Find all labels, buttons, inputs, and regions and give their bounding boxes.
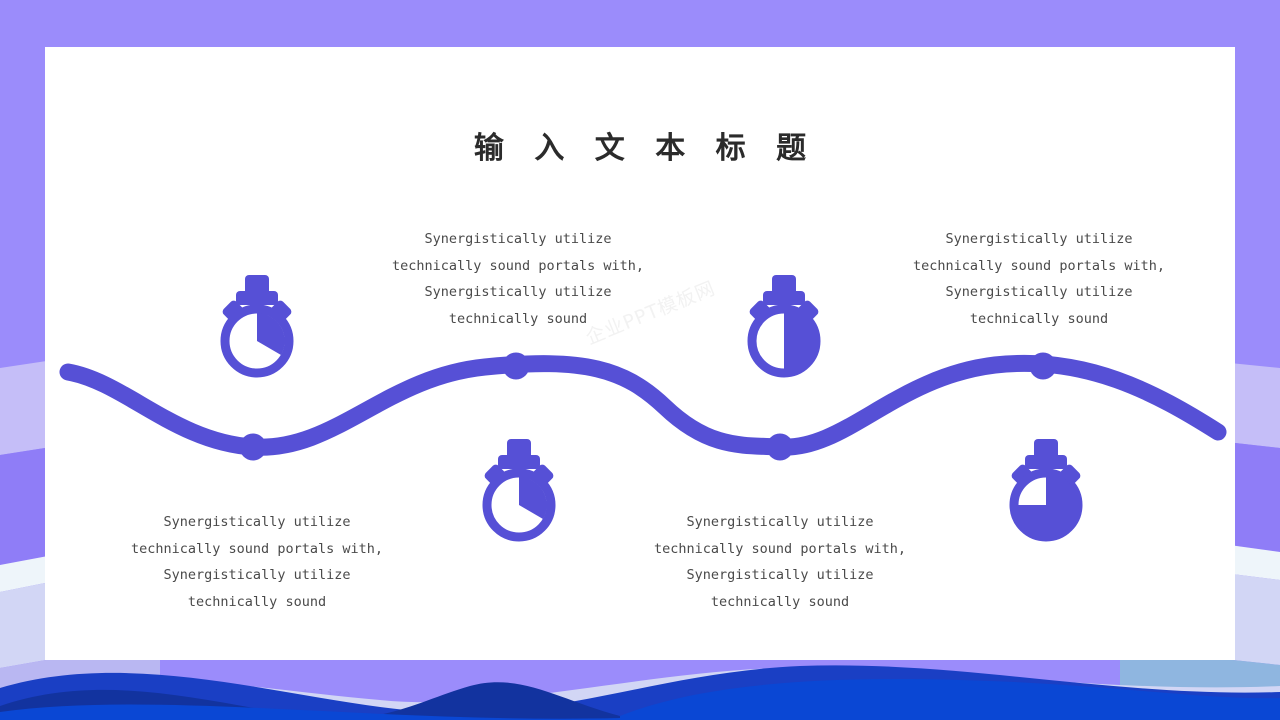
- background-bottom-waves: [0, 665, 1280, 720]
- step-4-icon: [997, 437, 1095, 549]
- step-1-icon: [208, 273, 306, 385]
- stopwatch-icon: [1009, 439, 1083, 542]
- stopwatch-icon: [747, 275, 821, 378]
- step-2-icon: [470, 437, 568, 549]
- step-3-text: Synergistically utilize technically soun…: [654, 514, 906, 610]
- timeline-node-3: [766, 433, 794, 461]
- slide-card: 输 入 文 本 标 题 Synergistically utilize tech…: [45, 47, 1235, 660]
- page-title: 输 入 文 本 标 题: [473, 131, 817, 166]
- step-4-text: Synergistically utilize technically soun…: [913, 231, 1165, 327]
- timeline-node-2: [502, 352, 530, 380]
- stopwatch-icon: [482, 439, 556, 542]
- timeline-node-1: [239, 433, 267, 461]
- timeline-node-4: [1029, 352, 1057, 380]
- step-3-icon: [735, 273, 833, 385]
- timeline-wave: [59, 352, 1227, 461]
- step-2-text: Synergistically utilize technically soun…: [392, 231, 644, 327]
- step-1-text: Synergistically utilize technically soun…: [131, 514, 383, 610]
- stopwatch-icon: [220, 275, 294, 378]
